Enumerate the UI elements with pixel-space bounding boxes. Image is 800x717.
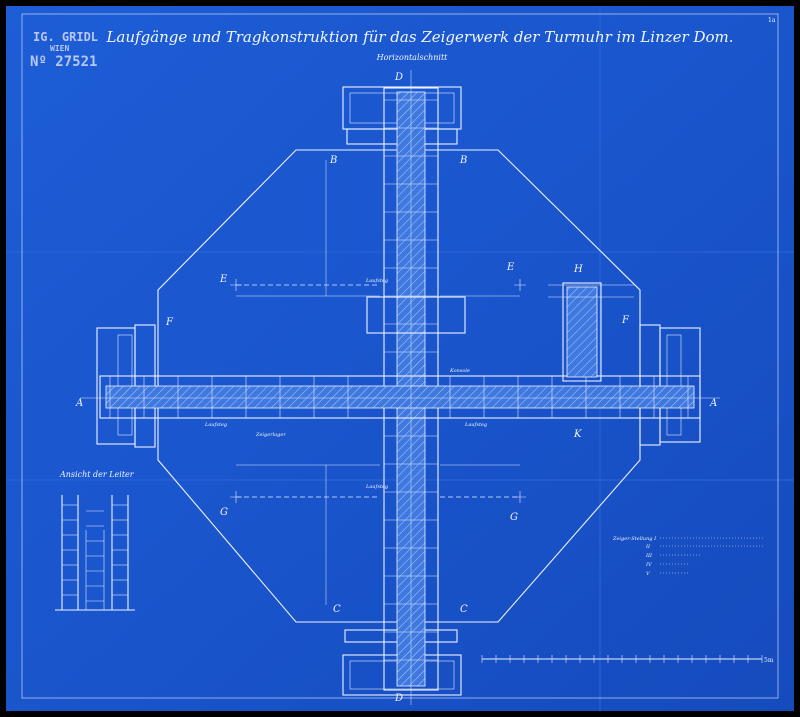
walkway-label-left: Laufsteg	[204, 422, 227, 428]
section-mark-left: A	[75, 398, 83, 409]
section-mark-bottom: D	[394, 693, 403, 704]
bearing-label: Zeigerlager	[255, 432, 286, 438]
schedule-row-5: V	[646, 571, 651, 577]
stamp-line-3: Nº 27521	[30, 54, 97, 70]
scale-bar: 5m	[481, 655, 774, 664]
section-mark-b-left: B	[329, 155, 337, 166]
section-mark-g-left: G	[220, 507, 228, 518]
walkway-label-top: Laufsteg	[365, 278, 388, 284]
section-mark-f-right: F	[621, 315, 630, 326]
maker-stamp: IG. GRIDL WIEN Nº 27521	[30, 30, 98, 70]
stamp-line-1: IG. GRIDL	[33, 30, 98, 44]
datum-markers	[230, 279, 526, 503]
ladder-detail: Ansicht der Leiter	[55, 470, 135, 611]
section-mark-g-right: G	[510, 512, 518, 523]
section-mark-k-right: K	[573, 429, 582, 440]
section-mark-right: A	[709, 398, 717, 409]
walkway-label-bottom: Laufsteg	[365, 484, 388, 490]
tower-octagon	[157, 149, 641, 623]
section-mark-h-right: H	[573, 264, 583, 275]
right-wall-block	[639, 324, 701, 446]
ladder-rungs	[62, 504, 128, 602]
dimension-lines	[80, 70, 720, 705]
schedule-row-2: II	[645, 544, 651, 550]
section-mark-e-left: E	[219, 274, 228, 285]
stamp-line-2: WIEN	[50, 44, 69, 53]
section-mark-f-left: F	[165, 317, 174, 328]
horizontal-walkway-crossbars	[109, 376, 689, 418]
schedule-row-4: IV	[645, 562, 653, 568]
section-mark-top: D	[394, 72, 403, 83]
section-mark-b-right: B	[459, 155, 467, 166]
corner-mark: 1a	[768, 17, 776, 24]
bracket-label: Konsole	[449, 368, 470, 374]
section-mark-c-right: C	[460, 604, 468, 615]
walkway-label-right: Laufsteg	[464, 422, 487, 428]
ladder-detail-title: Ansicht der Leiter	[59, 470, 135, 479]
scale-bar-label: 5m	[764, 657, 774, 664]
section-mark-e-right: E	[506, 262, 515, 273]
drawing-title: Laufgänge und Tragkonstruktion für das Z…	[105, 28, 733, 46]
drawing-border	[21, 13, 779, 699]
schedule-header: Zeiger-Stellung I	[612, 536, 657, 542]
section-mark-c-left: C	[333, 604, 341, 615]
horizontal-walkway	[99, 375, 701, 419]
position-schedule: Zeiger-Stellung I II III IV V	[612, 536, 765, 577]
drawing-subtitle: Horizontalschnitt	[376, 53, 449, 62]
side-ladder-structure	[548, 282, 634, 382]
horizontal-walkway-hatch	[105, 385, 695, 409]
schedule-row-3: III	[645, 553, 653, 559]
clock-shaft-box	[366, 296, 466, 334]
